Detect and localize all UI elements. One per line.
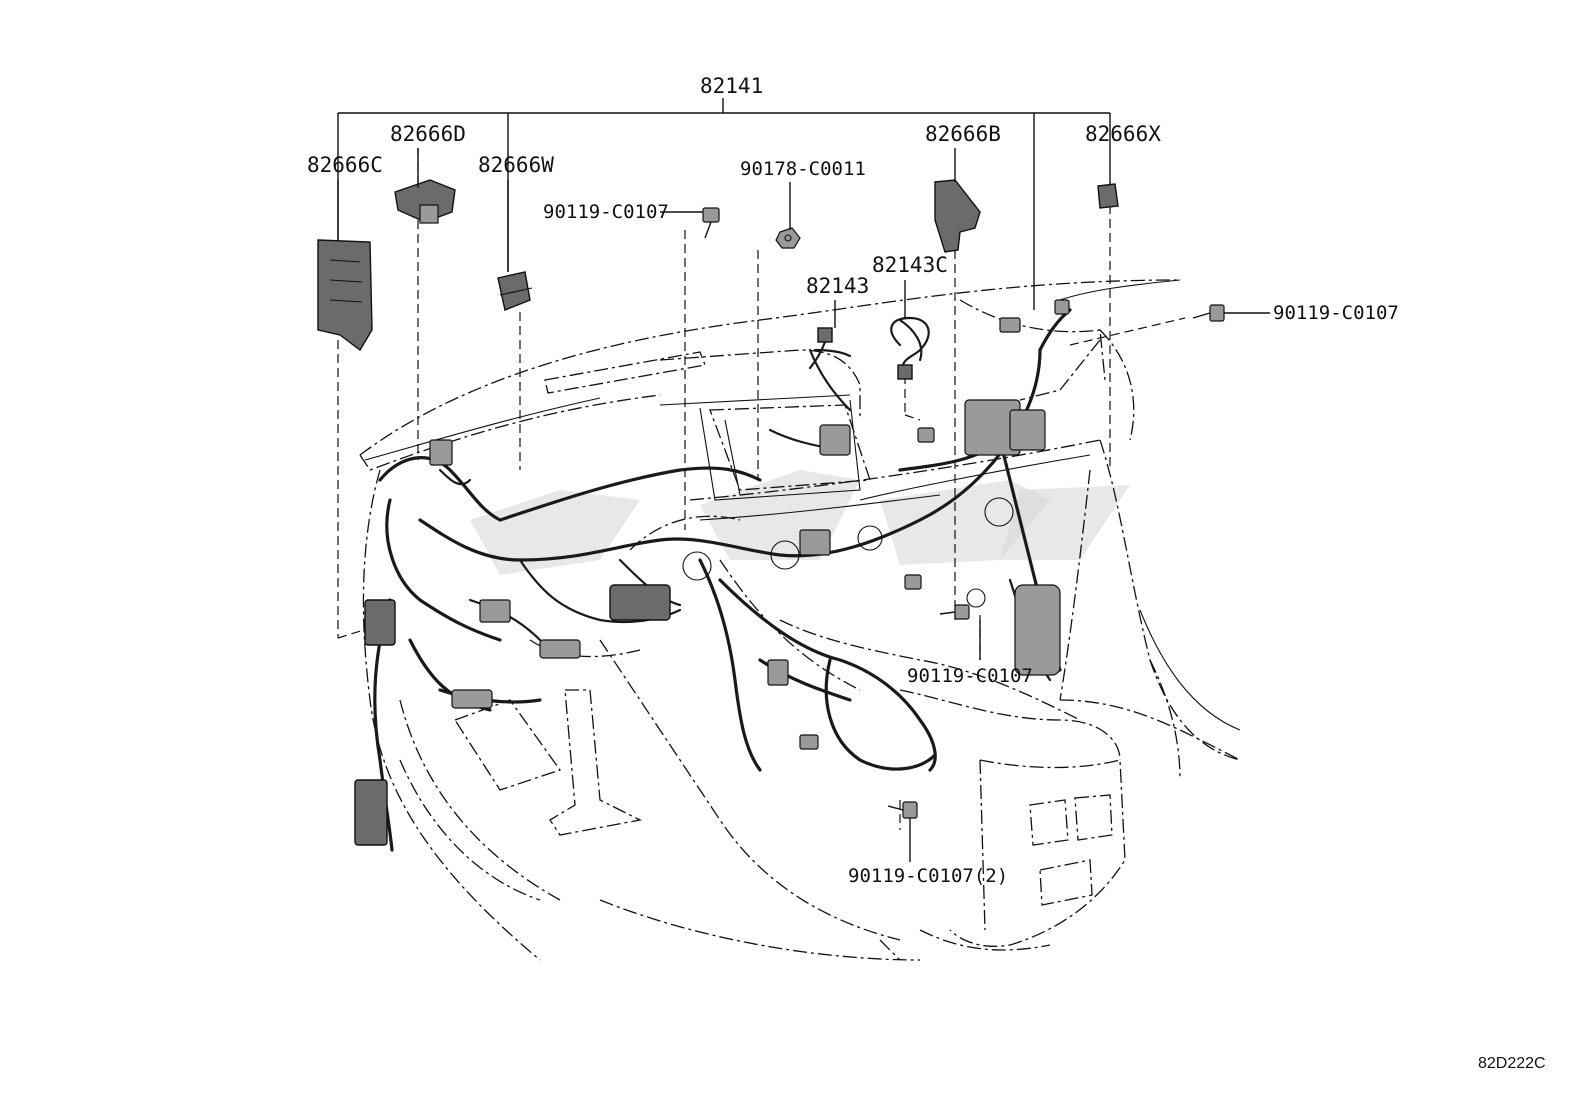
clamp-82666b-icon — [934, 179, 981, 253]
grommet-icon — [682, 551, 712, 581]
wire-82143-icon — [808, 327, 852, 370]
label-82666c: 82666C — [307, 153, 383, 177]
clamp-82666w-icon — [497, 271, 533, 311]
bolt-bottom-icon — [887, 801, 918, 819]
diagram-code: 82D222C — [1478, 1055, 1546, 1072]
label-82666x: 82666X — [1085, 122, 1161, 146]
panel-lines — [364, 279, 1241, 731]
bolt-right-icon — [1192, 304, 1225, 322]
label-90119-c0107-right: 90119-C0107 — [1273, 302, 1399, 324]
label-82143c: 82143C — [872, 253, 948, 277]
nut-90178-icon — [775, 227, 801, 249]
label-82666d: 82666D — [390, 122, 466, 146]
label-82141: 82141 — [700, 74, 763, 98]
wire-harness — [373, 308, 1072, 852]
wire-82143c-icon — [890, 316, 930, 380]
label-90119-c0107-2: 90119-C0107(2) — [848, 865, 1008, 887]
label-90119-c0107-center: 90119-C0107 — [907, 665, 1033, 687]
label-90178-c0011: 90178-C0011 — [740, 158, 866, 180]
harness-components — [354, 299, 1070, 846]
bolt-center-icon — [939, 604, 970, 620]
bolt-left-icon — [702, 207, 720, 239]
label-82143: 82143 — [806, 274, 869, 298]
clamp-82666c-icon — [317, 239, 373, 352]
label-leaders — [337, 148, 1270, 862]
label-82666w: 82666W — [478, 153, 554, 177]
clamp-82666x-icon — [1097, 183, 1119, 209]
label-82666b: 82666B — [925, 122, 1001, 146]
label-90119-c0107-left: 90119-C0107 — [543, 201, 669, 223]
clamp-82666d-icon — [394, 179, 456, 224]
